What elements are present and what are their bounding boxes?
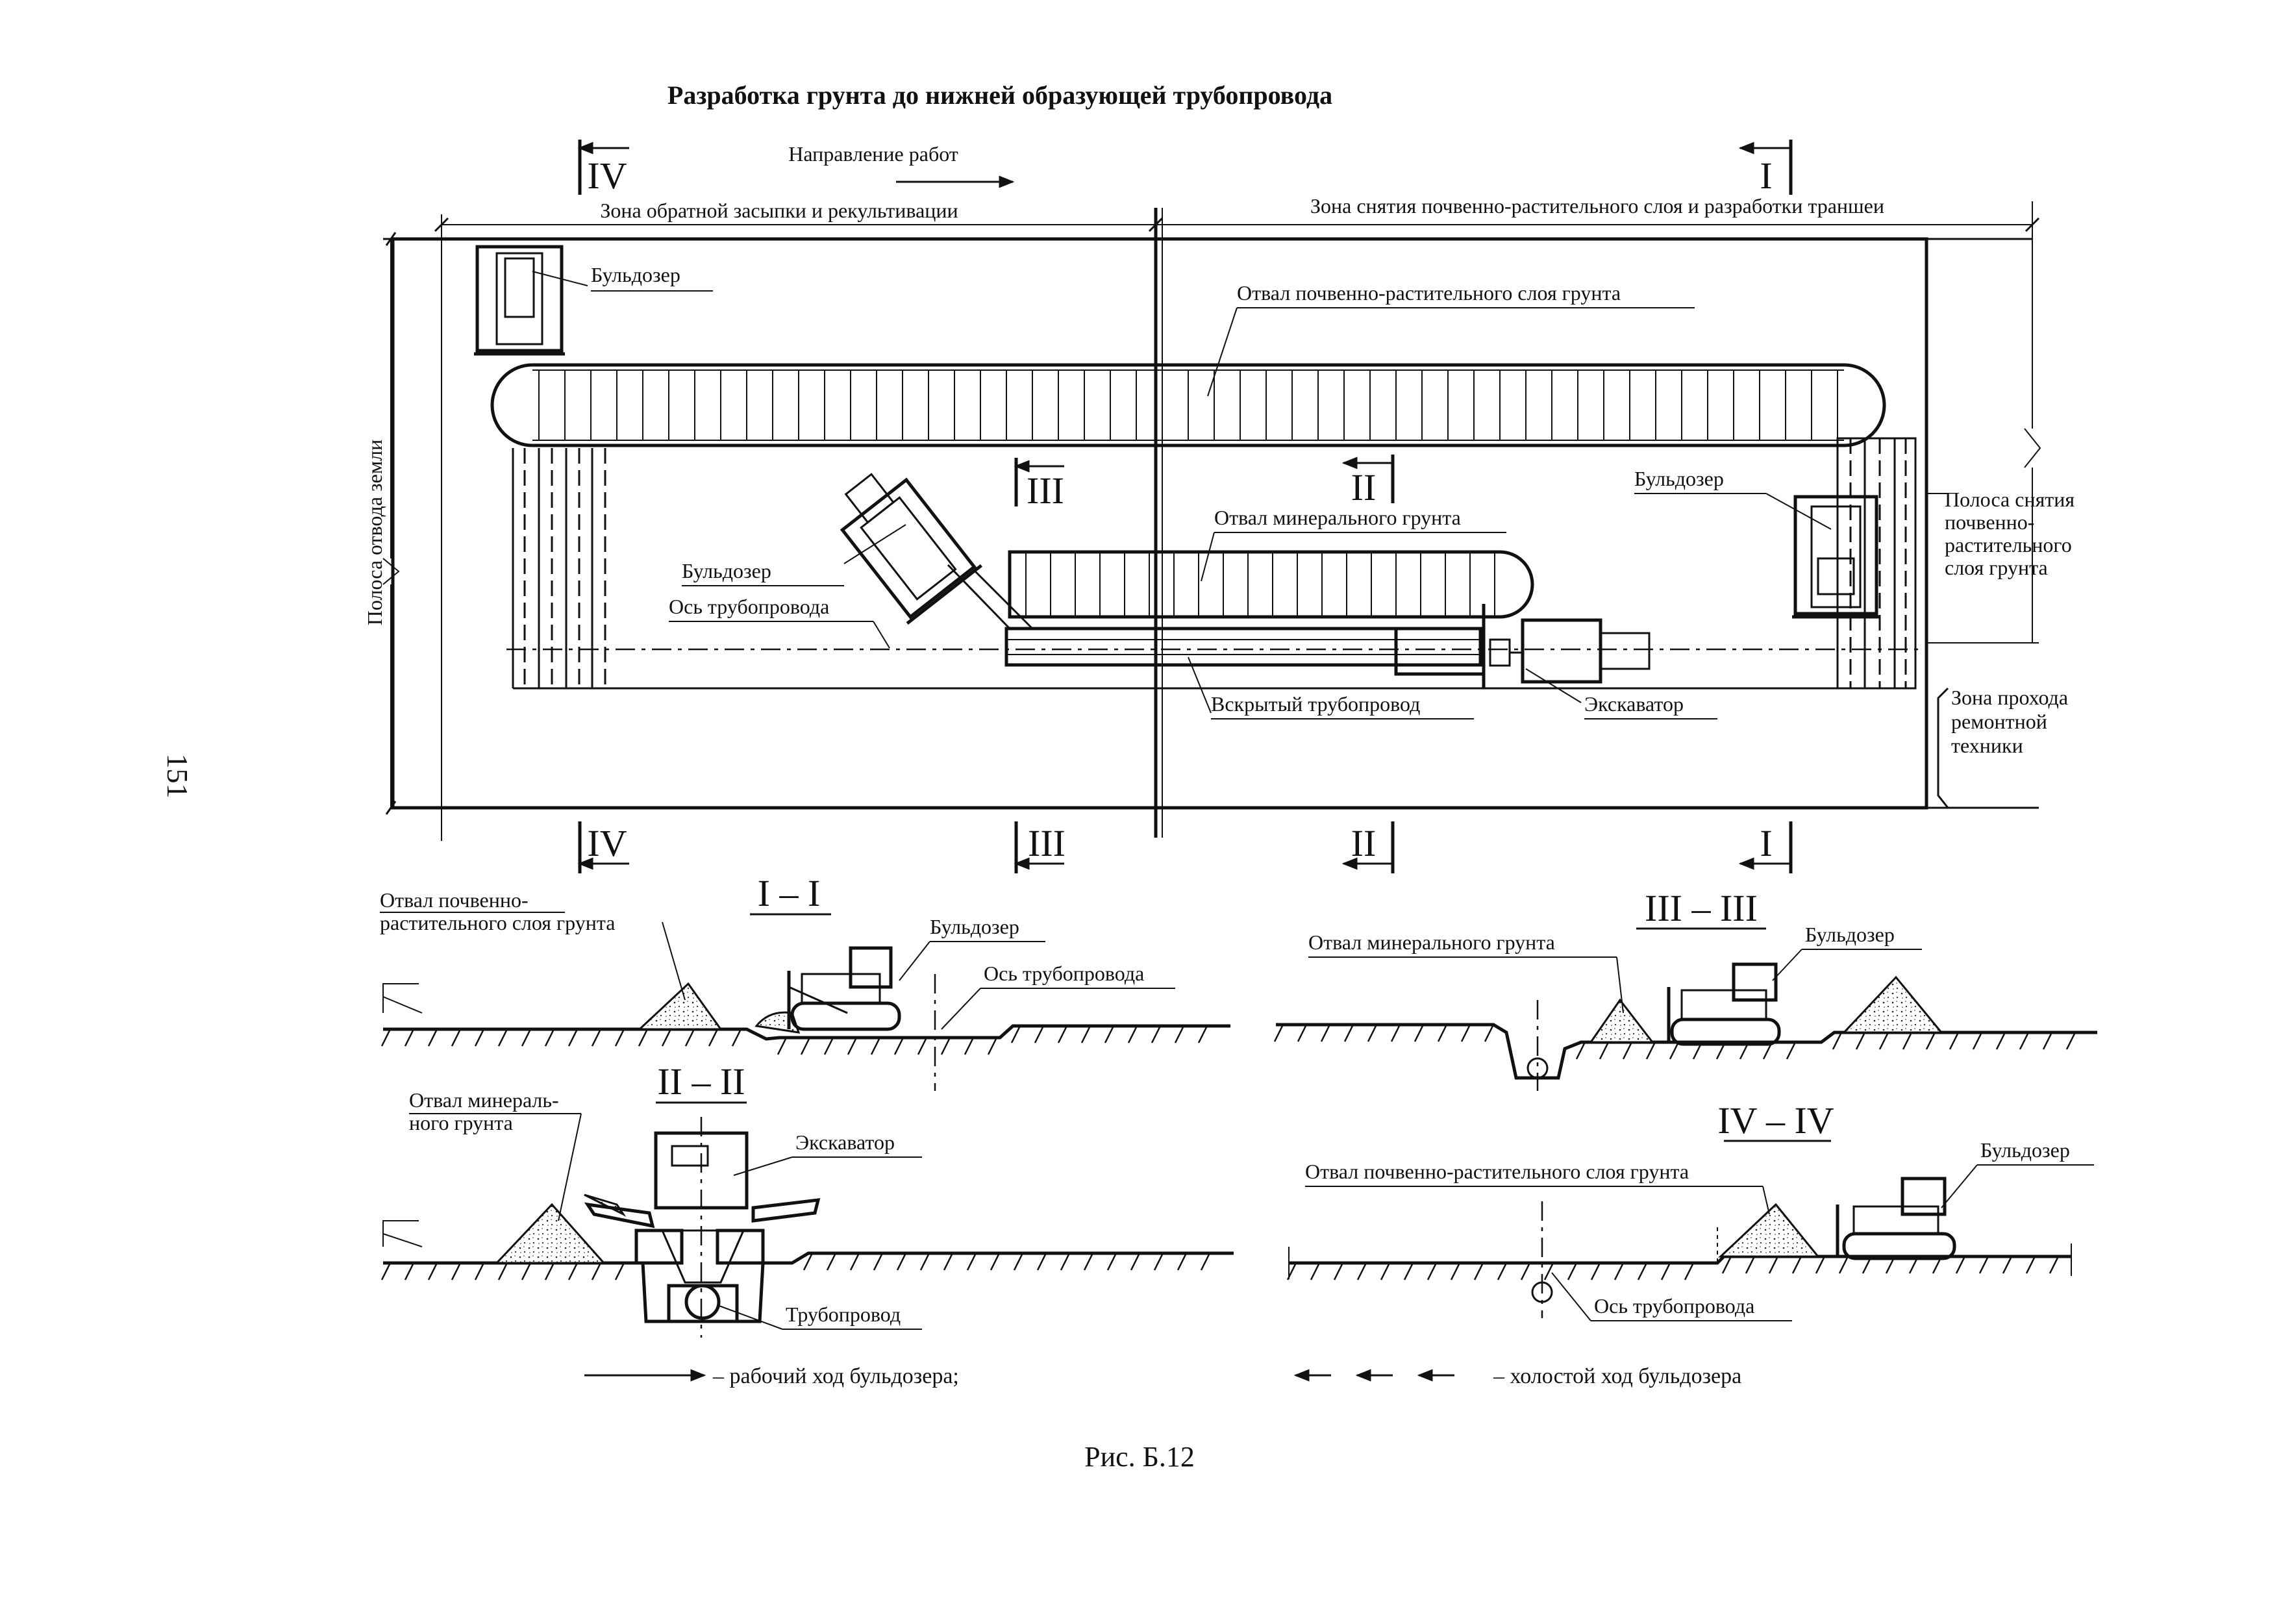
section-marker-i-top: I [1738, 140, 1793, 197]
section-marker-ii-bottom: II [1341, 821, 1395, 873]
svg-text:IV: IV [587, 822, 627, 864]
section-iv-spoil-label: Отвал почвенно-растительного слоя грунта [1305, 1160, 1689, 1183]
section-iv-axis-label: Ось трубопровода [1594, 1294, 1754, 1318]
section-marker-ii-plan: II [1341, 455, 1395, 508]
section-ii-excavator [584, 1131, 821, 1323]
section-ii-spoil-pile [494, 1203, 606, 1264]
svg-text:IV: IV [587, 155, 627, 197]
section-iv-iv: IV – IV Отвал почвенно-растительного сло… [1286, 1099, 2094, 1321]
mineral-spoil-label: Отвал минерального грунта [1214, 506, 1461, 529]
legend-idle-label: – холостой ход бульдозера [1493, 1364, 1741, 1388]
page-number: 151 [161, 754, 194, 799]
section-iv-ground [1289, 1255, 2071, 1265]
section-iii-ground [1276, 1023, 2097, 1080]
section-ii-ground [383, 1251, 1234, 1323]
section-i-axis-label: Ось трубопровода [984, 962, 1144, 985]
svg-text:II: II [1351, 822, 1377, 864]
direction-label: Направление работ [788, 142, 958, 166]
repair-pass-zone-label: Зона прохода ремонтной техники [1951, 686, 2073, 757]
bulldozer-plan-1 [474, 245, 565, 356]
page-title: Разработка грунта до нижней образующей т… [667, 81, 1332, 110]
svg-text:I: I [1760, 822, 1772, 864]
section-marker-i-bottom: I [1738, 821, 1793, 873]
section-i-spoil-label: Отвал почвенно- растительного слоя грунт… [380, 888, 615, 934]
section-i-i-title: I – I [758, 872, 821, 914]
svg-text:III: III [1028, 822, 1066, 864]
section-iv-spoil-pile [1718, 1203, 1821, 1258]
section-ii-ii-title: II – II [657, 1060, 745, 1103]
section-iii-bulldozer [1667, 962, 1781, 1046]
section-marker-iv-top: IV [577, 140, 629, 197]
pipeline-axis-label: Ось трубопровода [669, 595, 829, 618]
topsoil-strip-zone-label: Полоса снятия почвенно- растительного сл… [1945, 488, 2080, 579]
section-iv-bulldozer [1836, 1177, 1956, 1260]
section-marker-iv-bottom: IV [577, 821, 629, 873]
section-iv-bulldozer-label: Бульдозер [1980, 1138, 2070, 1162]
section-marker-iii-bottom: III [1014, 821, 1066, 873]
plan-view: Полоса отвода земли Зона обратной засыпк… [363, 140, 2080, 873]
excavator-label: Экскаватор [1584, 692, 1684, 716]
bulldozer-1-label: Бульдозер [591, 263, 680, 286]
section-i-bulldozer-label: Бульдозер [930, 915, 1019, 938]
section-i-i: I – I Отвал почвенно- растительного слоя… [380, 872, 1230, 1091]
svg-text:II: II [1351, 466, 1377, 508]
section-ii-spoil-label: Отвал минераль- ного грунта [409, 1088, 564, 1134]
bulldozer-plan-3 [1792, 495, 1880, 619]
backfill-dozer-tracks [512, 448, 1493, 690]
legend-working-label: – рабочий ход бульдозера; [712, 1364, 959, 1388]
section-iii-bulldozer-label: Бульдозер [1805, 923, 1895, 946]
topsoil-spoil-label: Отвал почвенно-растительного слоя грунта [1237, 281, 1621, 305]
section-iii-spoil-pile-1 [1589, 998, 1655, 1043]
mineral-spoil-band [1008, 550, 1534, 619]
bulldozer-3-label: Бульдозер [1634, 467, 1724, 490]
section-iii-iii-title: III – III [1645, 887, 1758, 929]
svg-text:III: III [1027, 469, 1064, 512]
land-strip-label: Полоса отвода земли [363, 440, 386, 625]
bulldozer-2-label: Бульдозер [682, 559, 771, 582]
legend: – рабочий ход бульдозера; – холостой ход… [584, 1364, 1741, 1388]
exposed-pipeline-trench [947, 564, 1482, 667]
bulldozer-plan-2 [840, 473, 982, 625]
zone-backfill-label: Зона обратной засыпки и рекультивации [600, 199, 958, 222]
section-ii-ii: II – II Отвал минераль- ного грунта Экск… [380, 1060, 1234, 1338]
stripping-dozer-tracks [1493, 437, 1917, 690]
section-i-spoil-pile [637, 982, 723, 1031]
section-iii-spoil-label: Отвал минерального грунта [1308, 931, 1555, 954]
section-iii-iii: III – III Отвал минерального грунта Буль… [1273, 887, 2097, 1091]
section-i-ground [383, 1024, 1230, 1041]
exposed-pipeline-label: Вскрытый трубопровод [1211, 692, 1420, 716]
section-iv-iv-title: IV – IV [1717, 1099, 1834, 1142]
zone-stripping-label: Зона снятия почвенно-растительного слоя … [1310, 194, 1884, 218]
section-marker-iii-plan: III [1014, 458, 1064, 512]
svg-text:I: I [1760, 155, 1772, 197]
figure-caption: Рис. Б.12 [1084, 1441, 1195, 1473]
section-i-bulldozer [787, 946, 901, 1031]
section-iii-spoil-pile-2 [1841, 975, 1944, 1034]
excavator-plan [1394, 604, 1651, 688]
topsoil-spoil-band [490, 363, 1886, 447]
section-ii-excavator-label: Экскаватор [795, 1131, 895, 1154]
plan-frame [391, 237, 1928, 810]
section-ii-pipeline-label: Трубопровод [786, 1303, 901, 1326]
